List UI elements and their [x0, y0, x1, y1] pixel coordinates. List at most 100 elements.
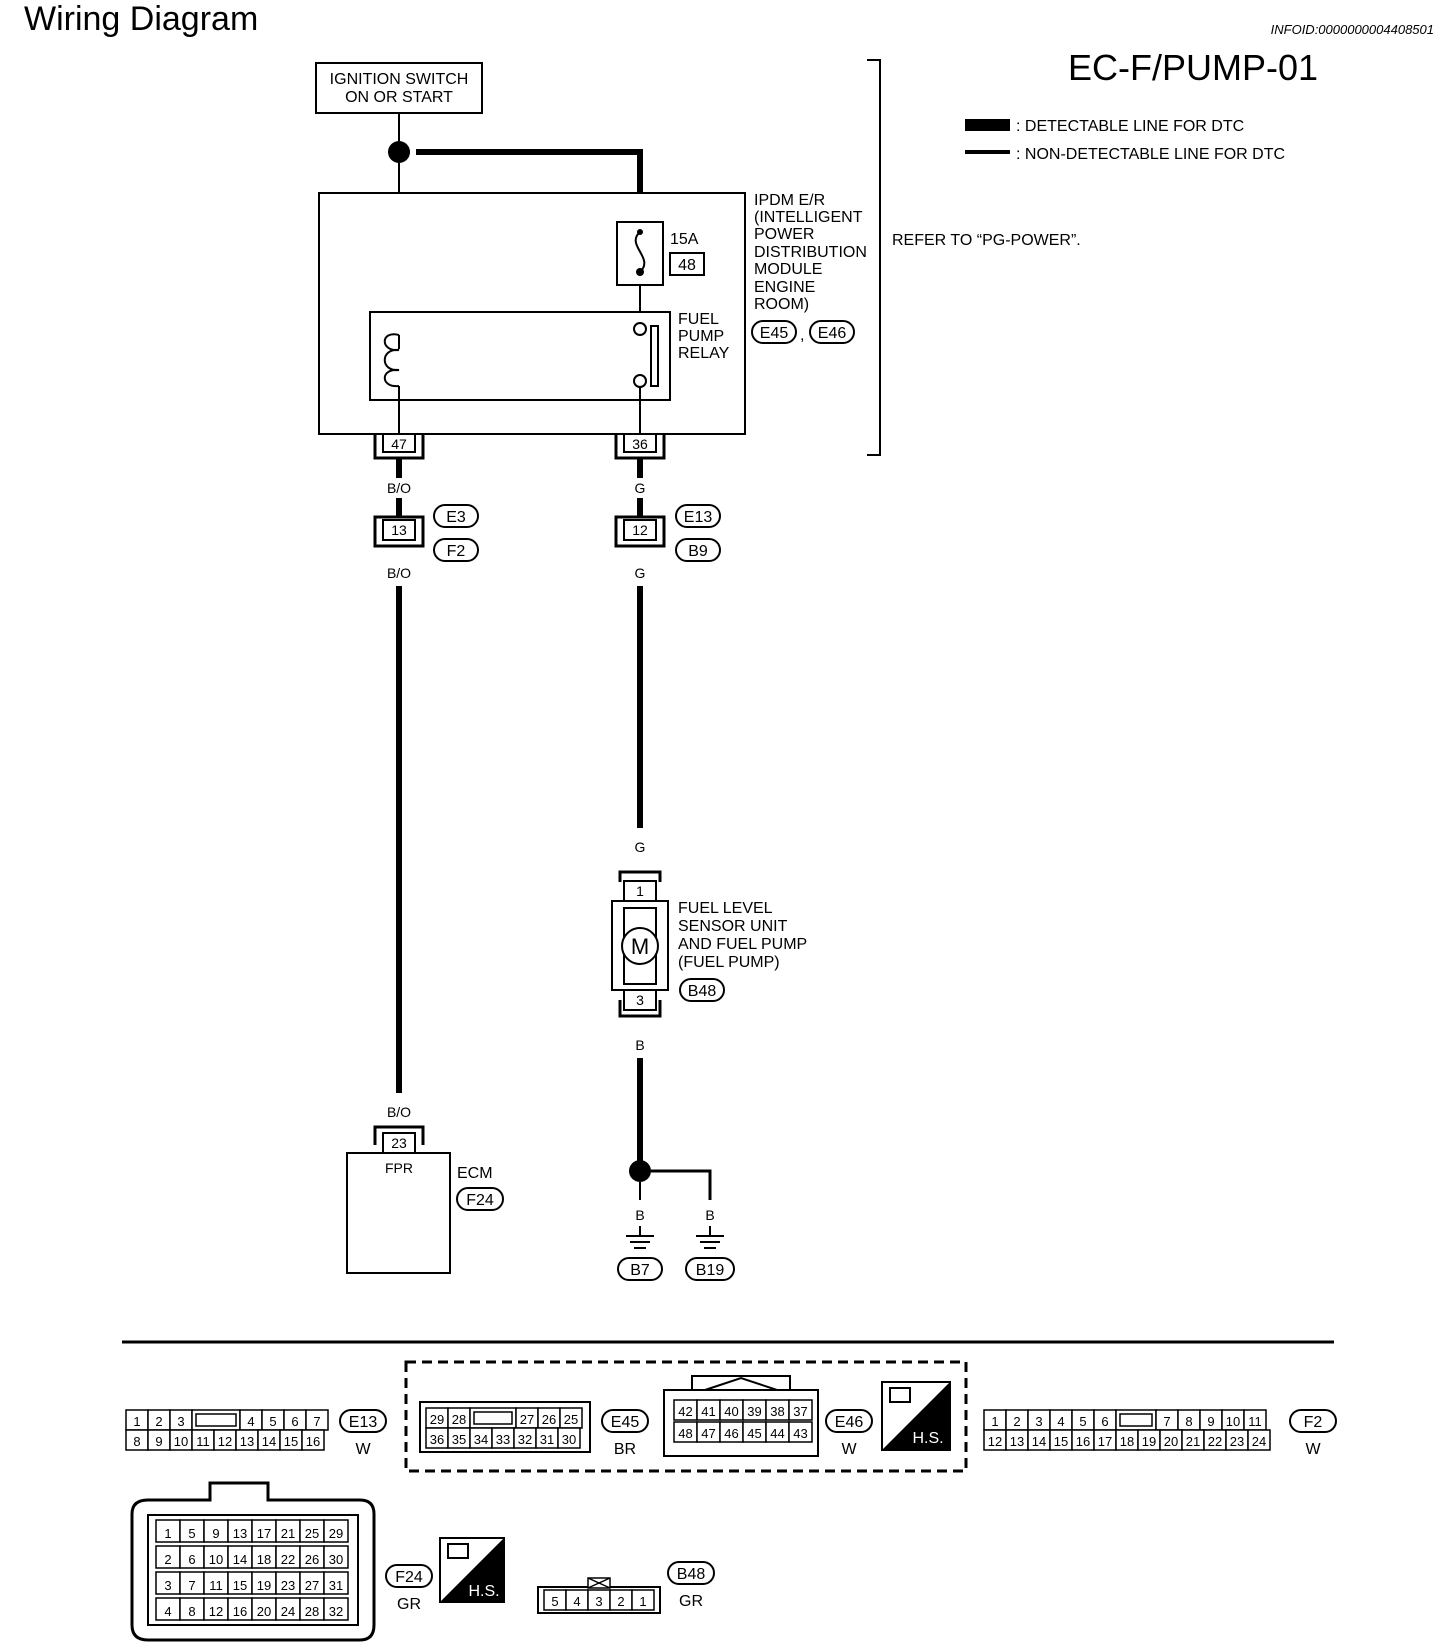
bottom_connectors.e46.row1-cell: 40: [719, 1399, 744, 1421]
ipdm-pin-47: 47: [373, 433, 425, 460]
bottom_connectors.e45.row1-cell: 29: [425, 1407, 449, 1429]
svg-text:2: 2: [155, 1414, 162, 1429]
svg-text:1: 1: [991, 1414, 998, 1429]
relay-label-1: FUEL: [678, 311, 719, 328]
ground-symbol-b19: B19: [685, 1226, 735, 1281]
wire-color-ground-1: B: [635, 1037, 644, 1053]
bottom_connectors.f24.rows.3-cell: 4: [155, 1597, 181, 1621]
svg-text:23: 23: [391, 1135, 407, 1151]
svg-text:32: 32: [518, 1432, 532, 1447]
svg-text:5: 5: [188, 1526, 195, 1541]
legend-non-detectable-label: : NON-DETECTABLE LINE FOR DTC: [1016, 146, 1285, 163]
bottom_connectors.f24.rows.2-cell: 15: [227, 1571, 253, 1595]
bottom_connectors.f2.row1-cell: 11: [1243, 1409, 1267, 1431]
svg-text:1: 1: [133, 1414, 140, 1429]
relay-label-3: RELAY: [678, 345, 730, 362]
svg-text:4: 4: [247, 1414, 254, 1429]
svg-text:24: 24: [281, 1604, 295, 1619]
bottom_connectors.f24.rows.3-cell: 16: [227, 1597, 253, 1621]
bottom_connectors.e13.row2-cell: 10: [169, 1429, 193, 1451]
svg-text:12: 12: [988, 1434, 1002, 1449]
svg-text:37: 37: [793, 1404, 807, 1419]
bottom_connectors.e13.row2-cell: 14: [257, 1429, 281, 1451]
wire-color-right-1: G: [635, 480, 646, 496]
legend-detectable-swatch: [965, 119, 1010, 131]
ignition-switch: IGNITION SWITCH ON OR START: [315, 62, 483, 114]
wire-color-right-2: G: [635, 565, 646, 581]
bottom_connectors.e45.row2-cell: 33: [491, 1427, 515, 1449]
splice-dot-ground: [629, 1160, 651, 1182]
svg-text:25: 25: [305, 1526, 319, 1541]
bottom_connectors.e13.row2-cell: 11: [191, 1429, 215, 1451]
svg-text:28: 28: [452, 1412, 466, 1427]
svg-text:41: 41: [701, 1404, 715, 1419]
bottom_connectors.f24.rows.1-cell: 26: [299, 1545, 325, 1569]
ipdm-connectors: E45 , E46: [751, 320, 855, 344]
svg-text:25: 25: [564, 1412, 578, 1427]
bottom_connectors.f2.row1-cell: 8: [1177, 1409, 1201, 1431]
f2-face-tag: F2W: [1289, 1409, 1337, 1458]
svg-text:11: 11: [209, 1578, 223, 1593]
fuse-number: 48: [678, 257, 696, 274]
bottom_connectors.f24.rows.2-cell: 11: [203, 1571, 229, 1595]
bottom_connectors.e45.row2-cell: 34: [469, 1427, 493, 1449]
wire-color-ground-3: B: [705, 1207, 714, 1223]
bottom_connectors.f2.row2-cell: 14: [1027, 1429, 1051, 1451]
svg-text:IPDM E/R: IPDM E/R: [754, 192, 825, 209]
svg-text:ENGINE: ENGINE: [754, 279, 815, 296]
svg-text:11: 11: [1248, 1414, 1262, 1429]
bottom_connectors.f2.row2-cell: 13: [1005, 1429, 1029, 1451]
motor-icon: [621, 927, 659, 965]
svg-text:23: 23: [1230, 1434, 1244, 1449]
bottom_connectors.e46.row2-cell: 46: [719, 1421, 744, 1443]
bottom_connectors.e45.row2-cell: 30: [557, 1427, 581, 1449]
svg-text:9: 9: [212, 1526, 219, 1541]
hs-badge-1: H.S.: [881, 1381, 951, 1451]
svg-text:ROOM): ROOM): [754, 296, 809, 313]
svg-text:28: 28: [305, 1604, 319, 1619]
svg-text:20: 20: [257, 1604, 271, 1619]
bottom_connectors.f2.row2-cell: 17: [1093, 1429, 1117, 1451]
fuel-pump: 1 M 3 FUEL LEVEL SENSOR UNIT AND FUEL PU…: [611, 870, 807, 1018]
ecm: 23 FPR ECM F24: [346, 1125, 504, 1274]
bottom_connectors.e45.row2-cell: 31: [535, 1427, 559, 1449]
svg-text:,: ,: [800, 327, 804, 344]
svg-text:15: 15: [233, 1578, 247, 1593]
legend-detectable-label: : DETECTABLE LINE FOR DTC: [1016, 118, 1244, 135]
svg-text:1: 1: [164, 1526, 171, 1541]
bottom_connectors.e45.row2-cell: 32: [513, 1427, 537, 1449]
bottom_connectors.b48.row-cell: 5: [543, 1589, 567, 1611]
bottom_connectors.e45.row1-cell: 25: [559, 1407, 583, 1429]
svg-text:13: 13: [240, 1434, 254, 1449]
bottom_connectors.f24.rows.2-cell: 19: [251, 1571, 277, 1595]
svg-text:34: 34: [474, 1432, 488, 1447]
wire-color-right-3: G: [635, 839, 646, 855]
bottom_connectors.f2.row1-cell: 1: [983, 1409, 1007, 1431]
svg-text:1: 1: [639, 1594, 646, 1609]
hs-label-1: H.S.: [912, 1430, 943, 1447]
bottom_connectors.f2.row2-cell: 18: [1115, 1429, 1139, 1451]
f24-inner: [147, 1514, 359, 1626]
svg-text:1: 1: [636, 883, 644, 899]
e46-hood: [691, 1375, 791, 1390]
bottom_connectors.e13.row2-cell: 16: [301, 1429, 325, 1451]
legend: : DETECTABLE LINE FOR DTC : NON-DETECTAB…: [965, 118, 1285, 163]
svg-text:3: 3: [164, 1578, 171, 1593]
svg-text:36: 36: [430, 1432, 444, 1447]
bottom_connectors.e13.row2-cell: 8: [125, 1429, 149, 1451]
bottom_connectors.e46.row2-cell: 44: [765, 1421, 790, 1443]
svg-text:19: 19: [1142, 1434, 1156, 1449]
bottom_connectors.f24.rows.2-cell: 23: [275, 1571, 301, 1595]
bottom_connectors.f2.row2-cell: 20: [1159, 1429, 1183, 1451]
svg-text:21: 21: [1186, 1434, 1200, 1449]
svg-text:10: 10: [1226, 1414, 1240, 1429]
svg-text:44: 44: [770, 1426, 784, 1441]
svg-text:8: 8: [133, 1434, 140, 1449]
bottom_connectors.f24.rows.3-cell: 32: [323, 1597, 349, 1621]
bottom_connectors.f24.rows.2-cell: 27: [299, 1571, 325, 1595]
svg-text:B48: B48: [677, 1566, 706, 1583]
bottom_connectors.f2.row1-cell: 9: [1199, 1409, 1223, 1431]
hs-label-2: H.S.: [468, 1583, 499, 1600]
